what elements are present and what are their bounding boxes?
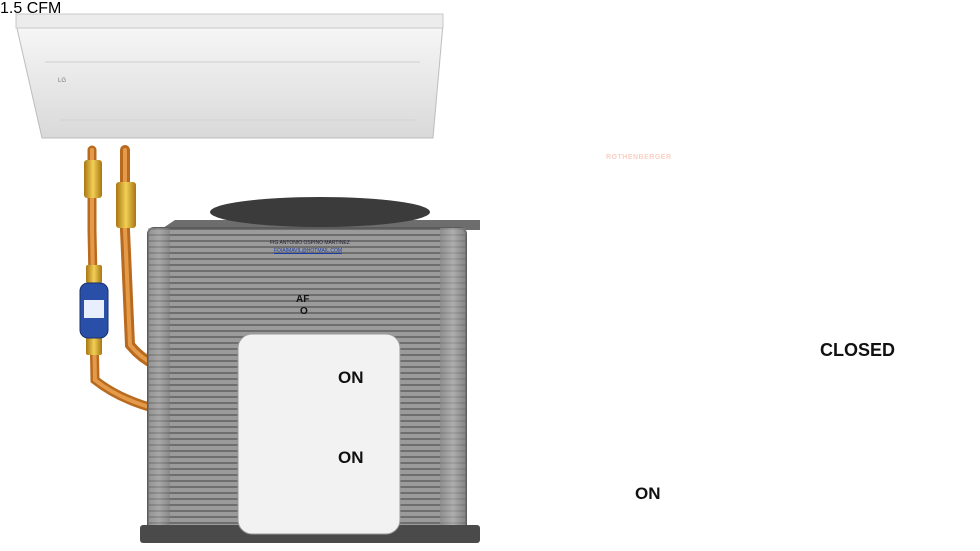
condenser-unit bbox=[140, 197, 480, 543]
high-knob-label: HIGH bbox=[660, 174, 705, 194]
low-knob-close-label: CLOSE bbox=[563, 200, 584, 206]
sticker-line2: O bbox=[300, 306, 308, 317]
credit-name: FIG ANTONIO OSPINO MARTINEZ bbox=[270, 240, 350, 246]
credit-email: FOIAIMAVIL@HOTMAIL.COM bbox=[274, 248, 343, 254]
indoor-unit: LG bbox=[15, 13, 444, 139]
suction-valve-state-label: ON bbox=[338, 368, 364, 387]
manifold-brand: ROTHENBERGER bbox=[606, 154, 672, 161]
cylinder-state-label: CLOSED bbox=[820, 340, 896, 360]
ball-valve-off-label: OFF bbox=[488, 494, 508, 505]
liquid-valve-state-label: ON bbox=[338, 448, 364, 467]
ball-valve-on-label: ON bbox=[492, 519, 506, 529]
pump-model-label: 1.5 CFM bbox=[0, 0, 62, 17]
indoor-unit-brand: LG bbox=[58, 78, 66, 84]
flare-nut bbox=[84, 160, 136, 355]
pump-state-label: ON bbox=[635, 484, 661, 503]
high-knob-open-label: OPEN bbox=[676, 160, 694, 166]
vacuum-pump: 1.5 CFM bbox=[0, 0, 61, 17]
sticker-line1: AF bbox=[296, 294, 310, 305]
high-knob-close-label: CLOSE bbox=[672, 200, 693, 206]
low-knob-label: LOW bbox=[553, 174, 595, 194]
low-knob-open-label: OPEN bbox=[566, 160, 584, 166]
filter-drier bbox=[79, 282, 109, 339]
ball-valve-on-label: ON bbox=[492, 448, 506, 458]
ball-valve-off-label: OFF bbox=[488, 423, 508, 434]
